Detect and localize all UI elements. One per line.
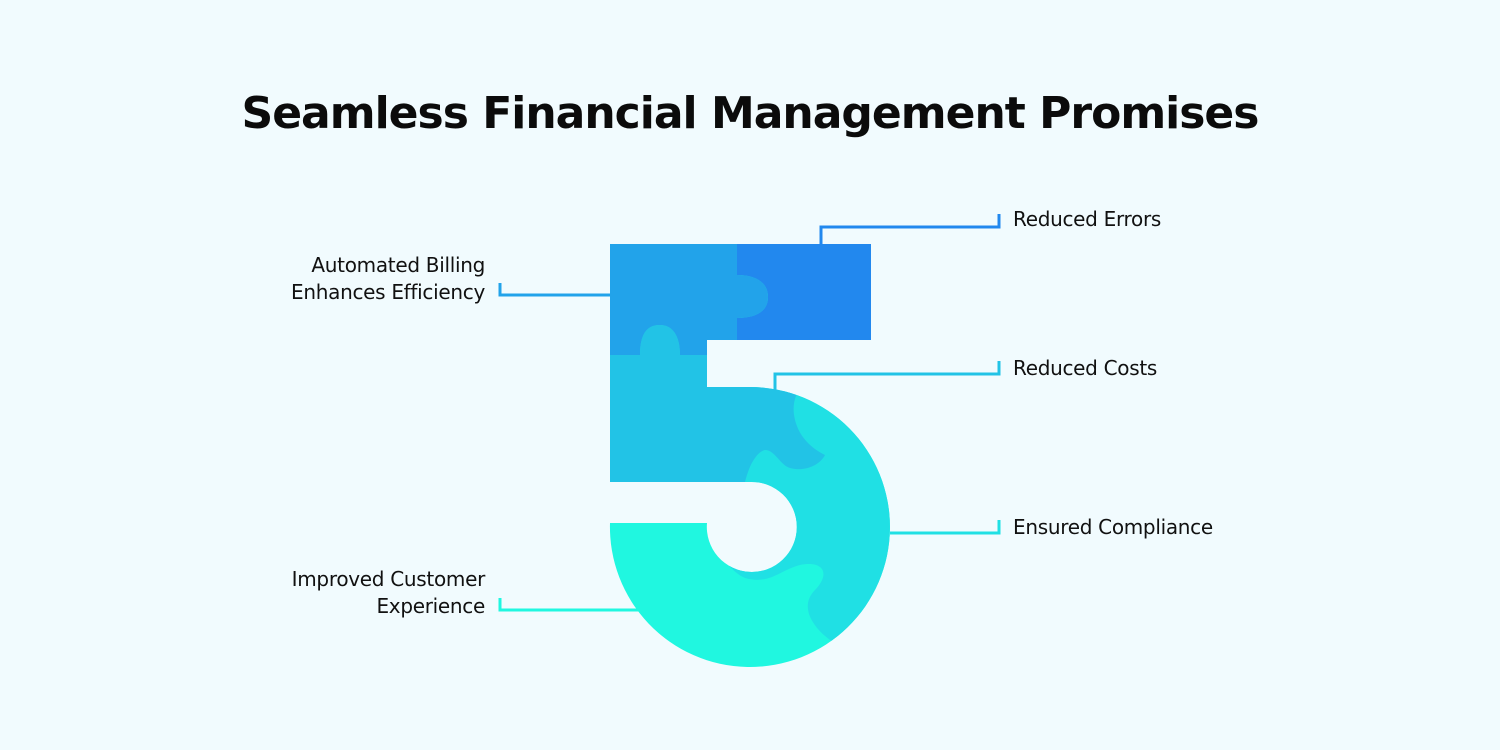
page-title: Seamless Financial Management Promises: [241, 88, 1260, 139]
label-line: Automated Billing: [311, 253, 485, 277]
piece-middle: [609, 325, 825, 482]
connector-ensured-compliance: [890, 520, 1001, 535]
connector-reduced-costs: [773, 361, 1001, 390]
piece-bowl-right: [716, 380, 890, 667]
label-automated-billing: Automated Billing Enhances Efficiency: [291, 252, 485, 306]
piece-top-left: [609, 244, 768, 355]
connector-automated-billing: [498, 283, 610, 297]
label-reduced-costs: Reduced Costs: [1013, 356, 1158, 380]
label-line: Experience: [376, 594, 485, 618]
label-reduced-errors: Reduced Errors: [1013, 207, 1161, 231]
label-line: Improved Customer: [291, 567, 486, 591]
piece-top-right: [737, 244, 890, 340]
connector-improved-cx: [498, 598, 640, 612]
connector-reduced-errors: [819, 214, 1001, 244]
label-ensured-compliance: Ensured Compliance: [1013, 515, 1213, 539]
label-line: Enhances Efficiency: [291, 280, 485, 304]
label-improved-customer-experience: Improved Customer Experience: [291, 566, 486, 620]
